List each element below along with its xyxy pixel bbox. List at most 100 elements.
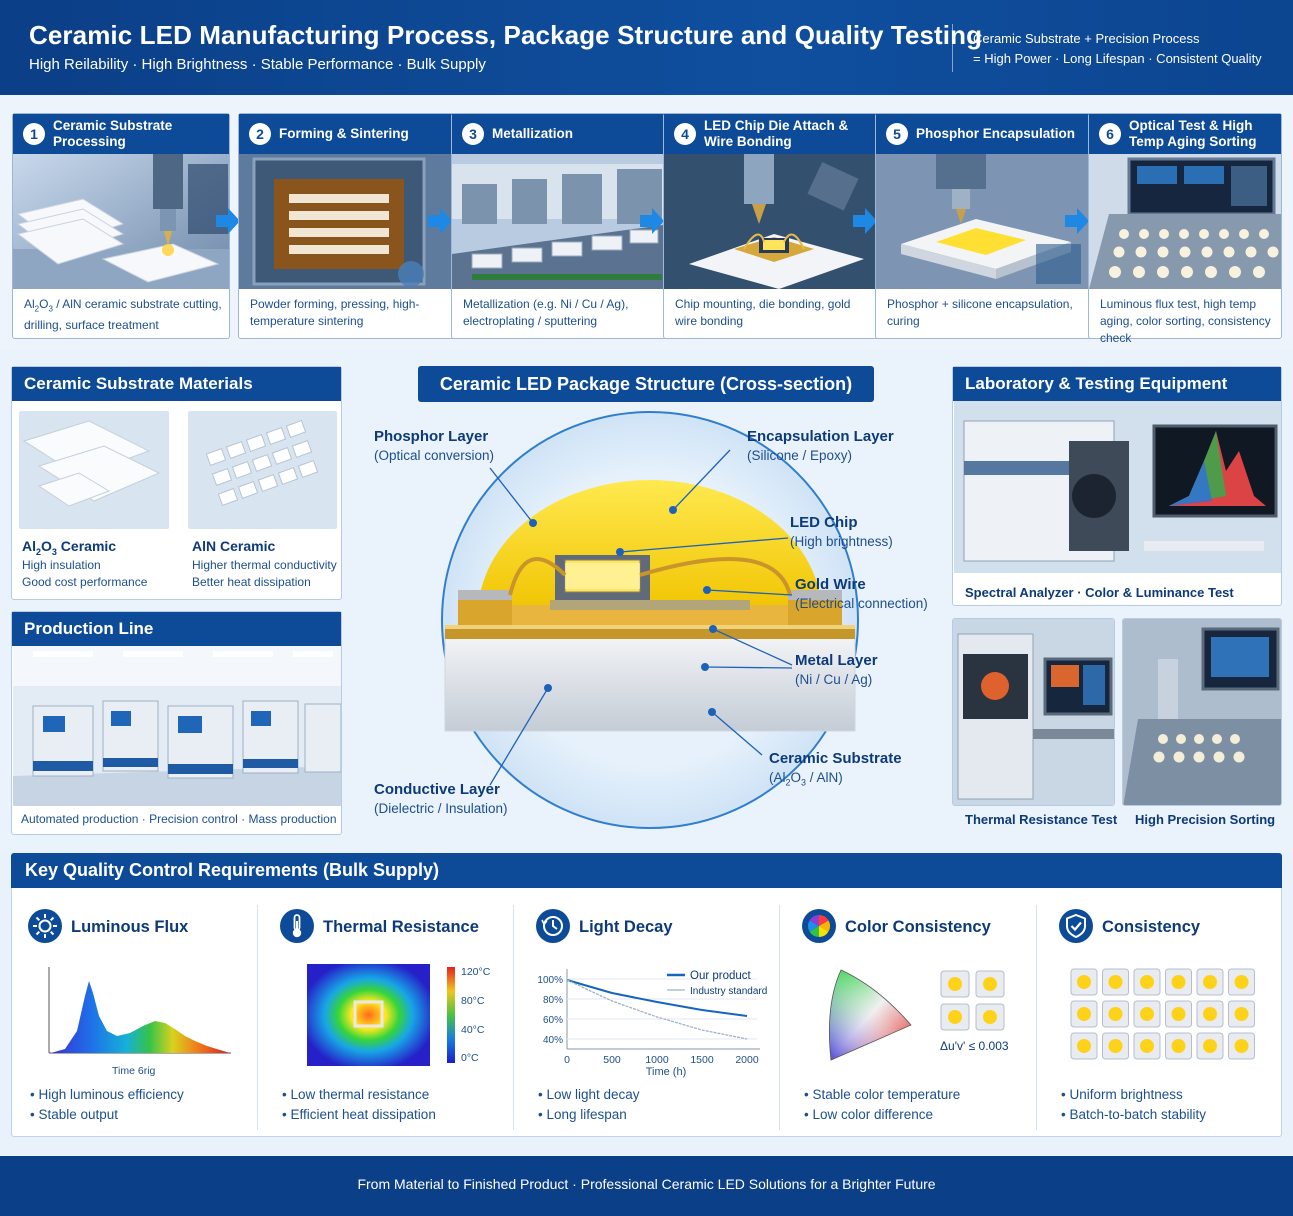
step-description: Luminous flux test, high temp aging, col… <box>1100 297 1271 345</box>
package-cross-section-diagram <box>441 411 859 829</box>
header-tagline-2: = High Power · Long Lifespan · Consisten… <box>973 51 1262 66</box>
header-divider <box>952 24 953 72</box>
qc-title: Luminous Flux <box>71 918 189 936</box>
led-emitter <box>1140 1039 1154 1053</box>
step-header: 3 Metallization <box>452 114 668 154</box>
step-title: Ceramic Substrate Processing <box>53 118 173 149</box>
footer-banner: From Material to Finished Product · Prof… <box>0 1156 1293 1216</box>
qc-bullets: Low thermal resistanceEfficient heat dis… <box>282 1085 435 1125</box>
temperature-scale-bar <box>447 967 455 1063</box>
led-emitter <box>1234 1007 1249 1021</box>
callout-gold-wire: Gold Wire(Electrical connection) <box>795 576 928 611</box>
qc-title: Light Decay <box>579 918 673 936</box>
al2o3-feature-2: Good cost performance <box>22 575 148 589</box>
series-line-industry-standard <box>566 979 748 1040</box>
led-emitter <box>1077 1039 1091 1053</box>
led-emitter <box>1171 1039 1186 1053</box>
step-title: Metallization <box>492 126 574 141</box>
led-emitter <box>1171 1007 1186 1021</box>
led-emitter <box>1234 1039 1249 1053</box>
arrow-right-icon <box>853 208 877 234</box>
lab-panel: Laboratory & Testing Equipment Spectral … <box>952 366 1282 606</box>
step-description: Phosphor + silicone encapsulation, curin… <box>887 297 1073 328</box>
aln-feature-2: Better heat dissipation <box>192 575 311 589</box>
scale-label-40: 40°C <box>461 1024 485 1036</box>
step-header: 1 Ceramic Substrate Processing <box>13 114 229 154</box>
qc-divider <box>513 905 514 1130</box>
led-emitter <box>1203 975 1217 989</box>
qc-color-consistency: Color Consistency Δu'v' ≤ 0.003 Stable c… <box>801 905 1026 1130</box>
step-number: 4 <box>674 123 696 145</box>
arrow-right-icon <box>640 208 664 234</box>
step-header: 6 Optical Test & High Temp Aging Sorting <box>1089 114 1281 154</box>
thermal-caption: Thermal Resistance Test <box>965 812 1118 827</box>
phosphor-dispensing-image <box>876 154 1092 289</box>
led-samples <box>939 969 1009 1039</box>
scale-label-0: 0°C <box>461 1052 479 1064</box>
cie-diagram <box>828 969 912 1061</box>
qc-divider <box>257 905 258 1130</box>
process-step-2: 2 Forming & Sintering Powder forming, pr… <box>238 113 456 339</box>
x-tick-label: 1500 <box>690 1054 714 1066</box>
arrow-right-icon <box>1065 208 1089 234</box>
step-number: 5 <box>886 123 908 145</box>
x-tick-label: 500 <box>603 1054 621 1066</box>
arrow-right-icon <box>428 208 452 234</box>
step-number: 6 <box>1099 123 1121 145</box>
materials-heading: Ceramic Substrate Materials <box>12 367 341 401</box>
led-emitter <box>1171 975 1186 989</box>
page-title: Ceramic LED Manufacturing Process, Packa… <box>29 20 983 50</box>
materials-panel: Ceramic Substrate Materials Al2O3 Cerami… <box>11 366 342 600</box>
qc-title: Color Consistency <box>845 918 991 936</box>
process-step-4: 4 LED Chip Die Attach & Wire Bonding Chi… <box>663 113 881 339</box>
qc-bullets: Stable color temperatureLow color differ… <box>804 1085 960 1125</box>
led-emitter <box>1203 1039 1217 1053</box>
x-tick-label: 2000 <box>735 1054 759 1066</box>
callout-encapsulation-layer: Encapsulation Layer(Silicone / Epoxy) <box>747 428 894 463</box>
led-emitter <box>1108 1039 1123 1053</box>
optical-test-image <box>1089 154 1281 289</box>
led-emitter <box>1140 1007 1154 1021</box>
scale-label-80: 80°C <box>461 995 485 1007</box>
production-caption: Automated production · Precision control… <box>21 812 337 826</box>
clock-decay-icon <box>536 909 570 943</box>
qc-bullets: High luminous efficiencyStable output <box>30 1085 183 1125</box>
step-title: LED Chip Die Attach & Wire Bonding <box>704 118 849 149</box>
series-line-our-product <box>566 979 748 1017</box>
step-number: 2 <box>249 123 271 145</box>
callout-metal-layer: Metal Layer(Ni / Cu / Ag) <box>795 652 878 687</box>
led-emitter <box>1077 975 1091 989</box>
aln-name: AlN Ceramic <box>192 538 276 554</box>
step-description: Metallization (e.g. Ni / Cu / Ag), elect… <box>463 297 629 328</box>
qc-thermal-resistance: Thermal Resistance 120°C 80°C 40°C 0°C L… <box>279 905 504 1130</box>
al2o3-image <box>19 411 169 529</box>
process-step-1: 1 Ceramic Substrate Processing Al2O3 / A… <box>12 113 230 339</box>
led-emitter <box>1108 975 1123 989</box>
step-header: 2 Forming & Sintering <box>239 114 455 154</box>
qc-luminous-flux: Luminous Flux Time 6rig High luminous ef… <box>27 905 247 1130</box>
callout-ceramic-substrate: Ceramic Substrate (Al2O3 / AlN) <box>769 750 902 788</box>
thermal-map-image <box>307 964 430 1066</box>
sorting-machine-image <box>1122 618 1282 806</box>
die-attach-image <box>664 154 880 289</box>
callout-conductive-layer: Conductive Layer(Dielectric / Insulation… <box>374 781 508 816</box>
qc-title: Thermal Resistance <box>323 918 479 936</box>
color-delta-value: Δu'v' ≤ 0.003 <box>940 1039 1009 1053</box>
process-step-5: 5 Phosphor Encapsulation Phosphor + sili… <box>875 113 1093 339</box>
y-tick-label: 100% <box>537 975 563 986</box>
step-description: Chip mounting, die bonding, gold wire bo… <box>675 297 851 328</box>
qc-heading: Key Quality Control Requirements (Bulk S… <box>11 853 1282 888</box>
production-panel: Production Line Automated production · P… <box>11 611 342 835</box>
decay-xlabel: Time (h) <box>646 1066 687 1078</box>
package-structure-heading: Ceramic LED Package Structure (Cross-sec… <box>418 366 874 402</box>
thermal-test-image <box>952 618 1115 806</box>
qc-title: Consistency <box>1102 918 1201 936</box>
qc-divider <box>779 905 780 1130</box>
page-subtitle: High Reilability · High Brightness · Sta… <box>29 56 486 73</box>
led-emitter <box>1108 1007 1123 1021</box>
step-description: Powder forming, pressing, high-temperatu… <box>250 297 420 328</box>
sorting-caption: High Precision Sorting <box>1135 812 1276 827</box>
substrate-cutting-image <box>13 154 229 289</box>
